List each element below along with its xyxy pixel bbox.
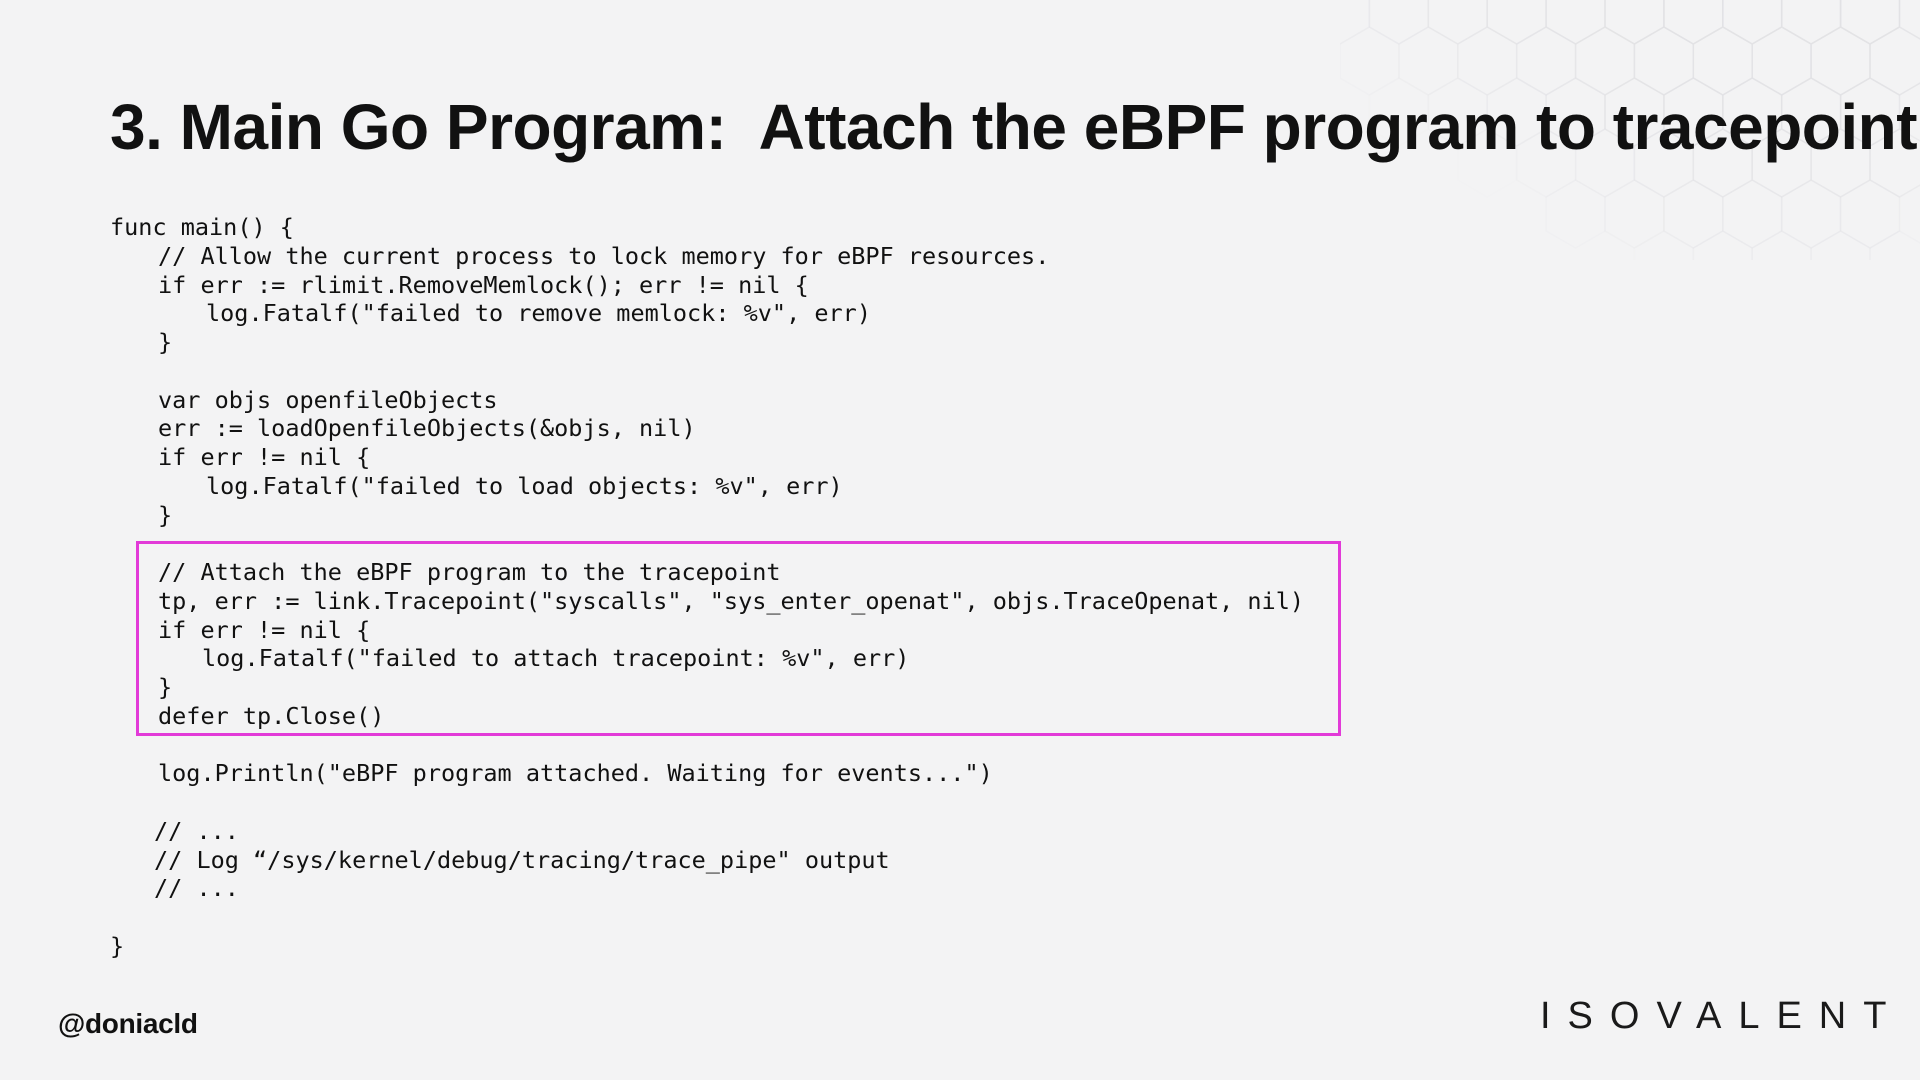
- code-line: log.Fatalf("failed to remove memlock: %v…: [206, 299, 871, 328]
- hexagon-shape: [1515, 26, 1577, 96]
- code-line: var objs openfileObjects: [158, 385, 498, 414]
- code-line: [110, 357, 1304, 386]
- hexagon-shape: [1340, 0, 1371, 45]
- hexagon-shape: [1869, 128, 1920, 198]
- hexagon-shape: [1545, 0, 1606, 45]
- hexagon-shape: [1368, 77, 1430, 147]
- hexagon-shape: [1604, 0, 1665, 45]
- hexagon-shape: [1839, 0, 1901, 45]
- hexagon-shape: [1486, 0, 1547, 45]
- hexagon-shape: [1427, 77, 1488, 147]
- hexagon-shape: [1722, 0, 1783, 45]
- hexagon-shape: [1574, 128, 1636, 198]
- hexagon-shape: [1869, 230, 1920, 260]
- hexagon-shape: [1574, 26, 1636, 96]
- hexagon-shape: [1457, 26, 1518, 96]
- code-line: // Log “/sys/kernel/debug/tracing/trace_…: [154, 845, 890, 874]
- code-line: tp, err := link.Tracepoint("syscalls", "…: [158, 586, 1305, 615]
- hexagon-shape: [1340, 26, 1400, 96]
- isovalent-logo: ISOVALENT: [1540, 995, 1904, 1037]
- hexagon-shape: [1810, 26, 1871, 96]
- hexagon-shape: [1457, 128, 1518, 198]
- hexagon-shape: [1427, 0, 1488, 45]
- hexagon-shape: [1722, 179, 1783, 249]
- code-line: if err != nil {: [158, 443, 371, 471]
- hexagon-shape: [1810, 230, 1871, 260]
- hexagon-pattern-icon: [1340, 0, 1920, 260]
- hexagon-shape: [1663, 0, 1724, 45]
- hexagon-shape: [1780, 0, 1842, 45]
- code-line: // Attach the eBPF program to the tracep…: [158, 558, 781, 586]
- code-line: if err != nil {: [158, 615, 371, 644]
- code-line: [110, 903, 1304, 932]
- hexagon-shape: [1633, 230, 1695, 260]
- code-line: log.Fatalf("failed to load objects: %v",…: [206, 471, 843, 500]
- hexagon-shape: [1692, 26, 1753, 96]
- hexagon-shape: [1663, 179, 1724, 249]
- code-line: }: [158, 328, 173, 356]
- hexagon-shape: [1869, 26, 1920, 96]
- hexagon-shape: [1839, 179, 1901, 249]
- code-line: log.Fatalf("failed to attach tracepoint:…: [202, 644, 910, 673]
- code-line: }: [110, 931, 125, 960]
- hexagon-shape: [1545, 179, 1606, 249]
- code-line: defer tp.Close(): [158, 701, 385, 730]
- code-line: // ...: [154, 816, 239, 845]
- hexagon-shape: [1398, 26, 1459, 96]
- hexagon-shape: [1368, 0, 1430, 45]
- hexagon-shape: [1751, 230, 1812, 260]
- code-line: }: [158, 673, 173, 701]
- highlight-box: [136, 541, 1341, 736]
- slide-title: 3. Main Go Program: Attach the eBPF prog…: [110, 91, 1918, 163]
- hexagon-shape: [1633, 26, 1695, 96]
- code-line: [110, 788, 1304, 817]
- code-line: if err := rlimit.RemoveMemlock(); err !=…: [158, 270, 809, 299]
- hexagon-shape: [1780, 179, 1842, 249]
- hexagon-shape: [1751, 26, 1812, 96]
- code-line: // ...: [154, 874, 239, 903]
- hexagon-shape: [1486, 77, 1547, 147]
- hexagon-shape: [1692, 230, 1753, 260]
- code-line: func main() {: [110, 213, 294, 241]
- code-line: }: [158, 500, 173, 529]
- code-block: func main() { // Allow the current proce…: [110, 213, 1304, 961]
- hexagon-shape: [1604, 179, 1665, 249]
- code-line: err := loadOpenfileObjects(&objs, nil): [158, 414, 696, 443]
- code-line: // Allow the current process to lock mem…: [158, 241, 1050, 270]
- code-line: log.Println("eBPF program attached. Wait…: [158, 759, 993, 788]
- author-handle: @doniacld: [58, 1008, 198, 1039]
- hexagon-shape: [1515, 128, 1577, 198]
